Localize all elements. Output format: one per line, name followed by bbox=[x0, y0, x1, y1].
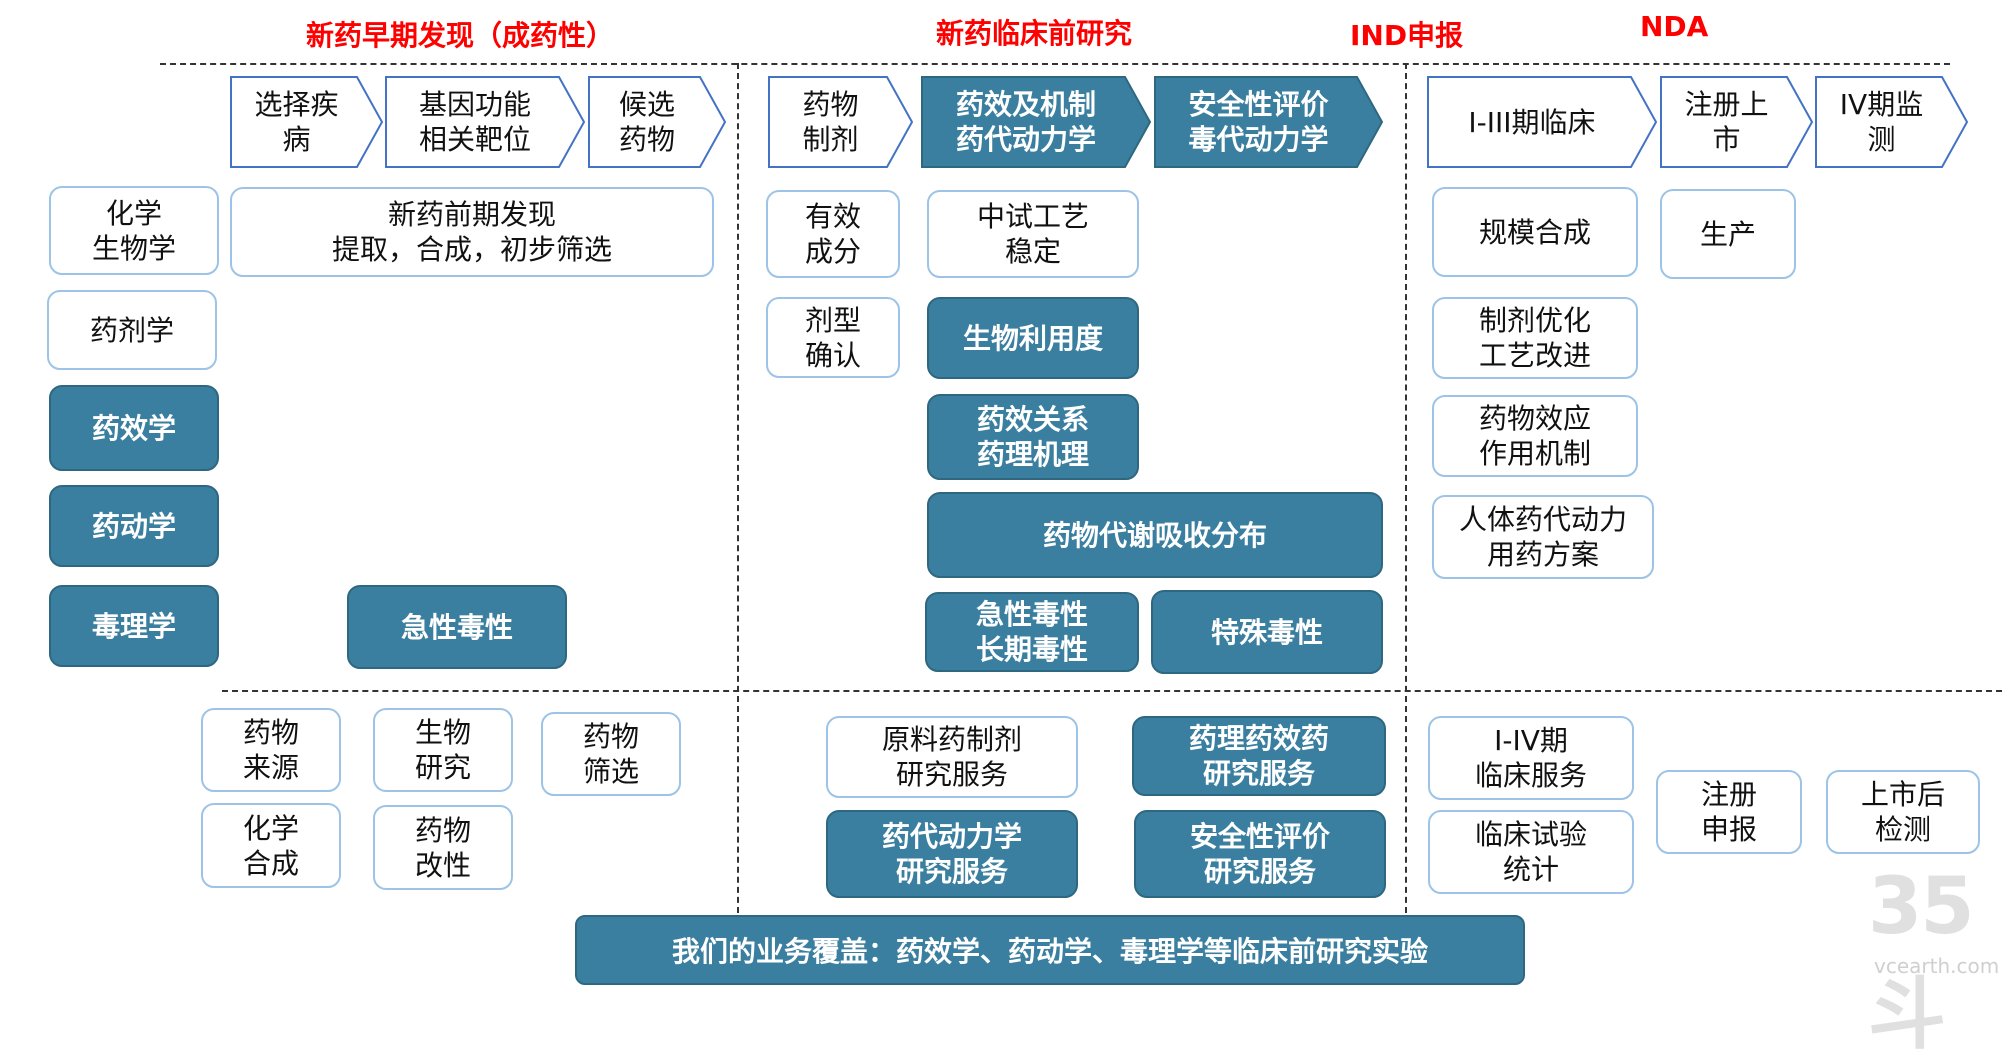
chevron-shape bbox=[921, 76, 1152, 168]
section-divider-1 bbox=[737, 63, 739, 923]
acute-long-tox-box: 急性毒性 长期毒性 bbox=[925, 592, 1139, 672]
chevron-polygon bbox=[1427, 76, 1658, 168]
discipline-toxicology: 毒理学 bbox=[49, 585, 219, 667]
discipline-chem-bio: 化学 生物学 bbox=[49, 186, 219, 275]
human-pk-box: 人体药代动力 用药方案 bbox=[1432, 495, 1654, 579]
stage-formulation: 药物 制剂 bbox=[768, 76, 914, 168]
discipline-pharmaceutics: 药剂学 bbox=[47, 290, 217, 370]
discipline-pharmacokinetics: 药动学 bbox=[49, 485, 219, 567]
stage-label: 候选 药物 bbox=[618, 88, 675, 156]
stage-label: I-III期临床 bbox=[1468, 105, 1596, 139]
business-coverage-banner: 我们的业务覆盖：药效学、药动学、毒理学等临床前研究实验 bbox=[575, 915, 1525, 985]
chevron-shape bbox=[385, 76, 586, 168]
production-box: 生产 bbox=[1660, 189, 1796, 279]
chevron-polygon bbox=[1154, 76, 1384, 168]
chevron-polygon bbox=[230, 76, 384, 168]
efficacy-relation-box: 药效关系 药理机理 bbox=[927, 394, 1139, 480]
stage-select-disease: 选择疾 病 bbox=[230, 76, 384, 168]
service-trial-statistics: 临床试验 统计 bbox=[1428, 810, 1634, 894]
chevron-polygon bbox=[588, 76, 727, 168]
stage-label: 安全性评价 毒代动力学 bbox=[1188, 88, 1329, 156]
chevron-shape bbox=[1660, 76, 1814, 168]
stage-efficacy-pk: 药效及机制 药代动力学 bbox=[921, 76, 1152, 168]
service-registration: 注册 申报 bbox=[1656, 770, 1802, 854]
scale-synthesis-box: 规模合成 bbox=[1432, 187, 1638, 277]
service-chem-synthesis: 化学 合成 bbox=[201, 803, 341, 888]
adme-box: 药物代谢吸收分布 bbox=[927, 492, 1383, 578]
chevron-shape bbox=[768, 76, 914, 168]
header-nda: NDA bbox=[1640, 10, 1709, 43]
stage-registration: 注册上 市 bbox=[1660, 76, 1814, 168]
header-preclinical: 新药临床前研究 bbox=[936, 17, 1133, 50]
chevron-polygon bbox=[385, 76, 586, 168]
stage-label: 药效及机制 药代动力学 bbox=[955, 88, 1096, 156]
chevron-polygon bbox=[768, 76, 914, 168]
top-divider bbox=[160, 63, 1950, 65]
stage-label: IV期监 测 bbox=[1839, 88, 1924, 156]
optimize-box: 制剂优化 工艺改进 bbox=[1432, 297, 1638, 379]
discipline-pharmacodynamics: 药效学 bbox=[49, 385, 219, 471]
stage-label: 选择疾 病 bbox=[254, 88, 339, 156]
stage-candidate: 候选 药物 bbox=[588, 76, 727, 168]
chevron-shape bbox=[588, 76, 727, 168]
pilot-process-box: 中试工艺 稳定 bbox=[927, 190, 1139, 278]
chevron-shape bbox=[1815, 76, 1969, 168]
chevron-polygon bbox=[1660, 76, 1814, 168]
service-safety: 安全性评价 研究服务 bbox=[1134, 810, 1386, 898]
service-drug-source: 药物 来源 bbox=[201, 708, 341, 792]
service-screening: 药物 筛选 bbox=[541, 712, 681, 796]
stage-safety-tox: 安全性评价 毒代动力学 bbox=[1154, 76, 1384, 168]
section-divider-2 bbox=[1405, 63, 1407, 923]
stage-label: 药物 制剂 bbox=[802, 88, 859, 156]
chevron-shape bbox=[230, 76, 384, 168]
header-ind: IND申报 bbox=[1350, 19, 1464, 52]
special-tox-box: 特殊毒性 bbox=[1151, 590, 1383, 674]
stage-gene-target: 基因功能 相关靶位 bbox=[385, 76, 586, 168]
services-divider bbox=[222, 690, 2002, 692]
service-bio-research: 生物 研究 bbox=[373, 708, 513, 792]
service-post-market: 上市后 检测 bbox=[1826, 770, 1980, 854]
dosage-form-box: 剂型 确认 bbox=[766, 297, 900, 378]
service-pharmacology: 药理药效药 研究服务 bbox=[1132, 716, 1386, 796]
service-raw-formulation: 原料药制剂 研究服务 bbox=[826, 716, 1078, 798]
chevron-polygon bbox=[1815, 76, 1969, 168]
stage-phase4: IV期监 测 bbox=[1815, 76, 1969, 168]
chevron-shape bbox=[1427, 76, 1658, 168]
bioavailability-box: 生物利用度 bbox=[927, 297, 1139, 379]
chevron-polygon bbox=[921, 76, 1152, 168]
chevron-shape bbox=[1154, 76, 1384, 168]
stage-label: 注册上 市 bbox=[1684, 88, 1769, 156]
header-discovery: 新药早期发现（成药性） bbox=[306, 19, 615, 52]
service-pk: 药代动力学 研究服务 bbox=[826, 810, 1078, 898]
active-ingredient-box: 有效 成分 bbox=[766, 190, 900, 278]
service-clinical: I-IV期 临床服务 bbox=[1428, 716, 1634, 800]
stage-label: 基因功能 相关靶位 bbox=[418, 88, 531, 156]
acute-toxicity-box: 急性毒性 bbox=[347, 585, 567, 669]
watermark-url: vcearth.com bbox=[1874, 954, 2000, 978]
drug-effect-box: 药物效应 作用机制 bbox=[1432, 395, 1638, 477]
service-modification: 药物 改性 bbox=[373, 805, 513, 890]
early-discovery-box: 新药前期发现 提取，合成，初步筛选 bbox=[230, 187, 714, 277]
stage-clinical-1-3: I-III期临床 bbox=[1427, 76, 1658, 168]
